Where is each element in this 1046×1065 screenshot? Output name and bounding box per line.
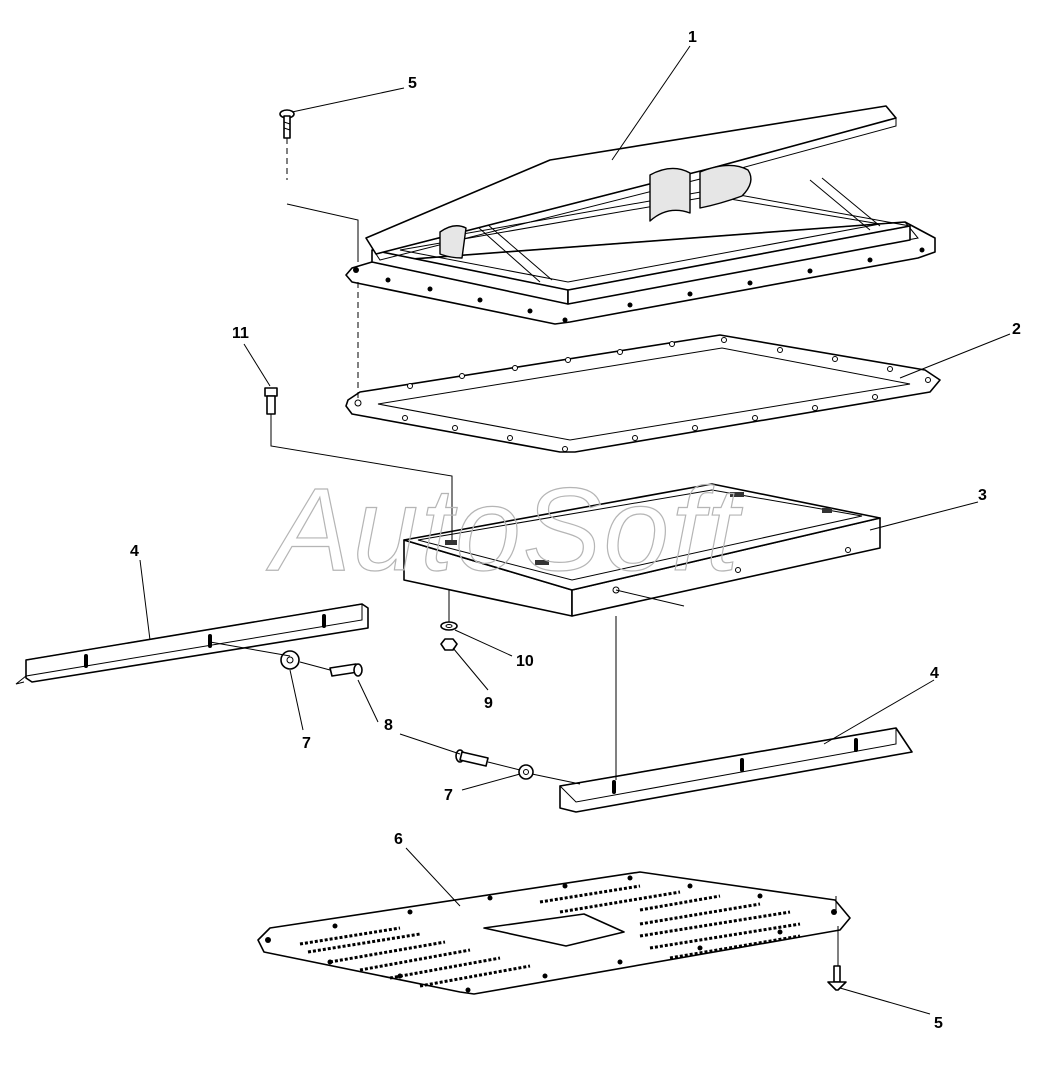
- callout-8: 8: [384, 717, 393, 734]
- callout-11: 11: [232, 325, 249, 342]
- screw-5-bottom: [827, 965, 847, 991]
- gasket-holes: [354, 337, 931, 452]
- callout-3: 3: [978, 487, 987, 504]
- callout-numbers: 1 5 2 11 3 4 4 10 9 7 8 7 6 5: [130, 29, 1021, 1032]
- washer-10: [440, 621, 458, 631]
- callout-7-upper: 7: [302, 735, 311, 752]
- part-4-left-rail: [15, 603, 369, 685]
- washer-7-lower: [518, 764, 534, 780]
- callout-6: 6: [394, 831, 403, 848]
- part-6-grille-plate: [257, 871, 851, 995]
- part-4-right-rail: [558, 727, 913, 813]
- callout-10: 10: [516, 653, 534, 670]
- alignment-lines: [209, 138, 839, 966]
- callout-5-top: 5: [408, 75, 417, 92]
- callout-7-lower: 7: [444, 787, 453, 804]
- callout-5-bottom: 5: [934, 1015, 943, 1032]
- washer-7-upper: [280, 650, 300, 670]
- screw-8-upper: [329, 663, 363, 677]
- bolt-11: [264, 387, 278, 415]
- nut-9: [440, 638, 458, 651]
- part-1-hatch-assembly: [345, 105, 936, 325]
- callout-9: 9: [484, 695, 493, 712]
- callout-4-left: 4: [130, 543, 139, 560]
- plate-holes: [265, 875, 837, 993]
- screw-5-top: [279, 109, 295, 139]
- callout-2: 2: [1012, 321, 1021, 338]
- callout-4-right: 4: [930, 665, 939, 682]
- grille-slots: [299, 884, 801, 988]
- part-3-frame: [403, 483, 881, 617]
- screw-8-lower: [455, 749, 489, 767]
- callout-leaders: [139, 45, 1011, 1015]
- callout-1: 1: [688, 29, 697, 46]
- watermark-text: AutoSoft: [266, 464, 743, 596]
- part-2-gasket: [345, 334, 941, 453]
